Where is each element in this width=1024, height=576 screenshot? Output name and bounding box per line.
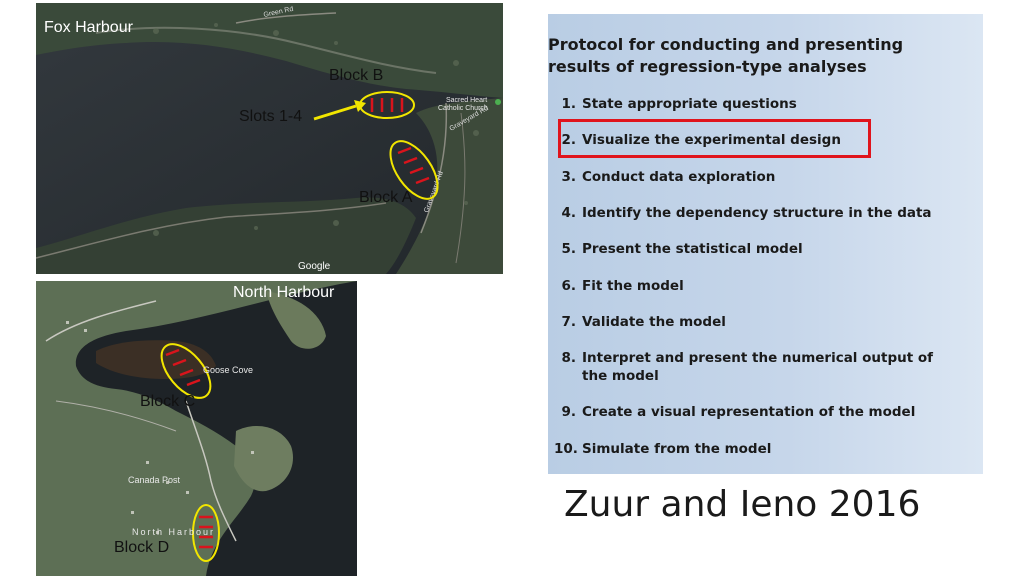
protocol-title-line-1: Protocol for conducting and presenting [548, 35, 904, 54]
step-number: 8. [561, 350, 576, 366]
fox-harbour-title: Fox Harbour [44, 19, 133, 36]
protocol-step-5: 5. Present the statistical model [554, 240, 803, 258]
citation-text: Zuur and Ieno 2016 [564, 484, 921, 525]
protocol-panel: Protocol for conducting and presenting r… [548, 14, 983, 474]
block-d-ellipse [192, 504, 220, 562]
step-number: 6. [561, 278, 576, 294]
slots-arrowhead-icon [354, 100, 366, 112]
step-text: Simulate from the model [582, 441, 772, 457]
slots-arrow [313, 104, 357, 121]
block-a-label: Block A [359, 189, 413, 206]
step-number: 4. [561, 205, 576, 221]
step-text: Present the statistical model [582, 241, 803, 257]
step-number: 1. [561, 96, 576, 112]
protocol-step-4: 4. Identify the dependency structure in t… [554, 204, 932, 222]
protocol-title-line-2: results of regression-type analyses [548, 57, 867, 76]
poi-label-line-2: Catholic Church [438, 105, 488, 112]
step-2-highlight-box [558, 119, 871, 158]
step-number: 2. [561, 132, 576, 148]
step-text: Create a visual representation of the mo… [582, 404, 916, 420]
block-b-slot-marks [370, 98, 404, 112]
north-harbour-title: North Harbour [233, 284, 335, 301]
step-text: Conduct data exploration [582, 169, 776, 185]
step-number: 10. [554, 441, 578, 457]
place-north-harbour: North Harbour [132, 527, 216, 537]
protocol-step-10: 10.Simulate from the model [554, 440, 771, 458]
step-text: Interpret and present the numerical outp… [582, 350, 934, 366]
block-c-label: Block C [140, 393, 196, 410]
protocol-title: Protocol for conducting and presenting r… [548, 34, 968, 78]
block-b-label: Block B [329, 67, 384, 84]
block-d-slot-marks [199, 515, 213, 549]
step-text-continuation: the model [582, 368, 659, 384]
step-text: Identify the dependency structure in the… [582, 205, 932, 221]
protocol-step-3: 3. Conduct data exploration [554, 168, 775, 186]
block-a-ellipse [389, 140, 439, 200]
step-number: 5. [561, 241, 576, 257]
protocol-step-9: 9. Create a visual representation of the … [554, 403, 915, 421]
google-attribution: Google [298, 261, 331, 272]
north-harbour-map: Goose Cove Canada Post North Harbour Nor… [36, 281, 357, 576]
step-number: 3. [561, 169, 576, 185]
poi-marker-icon [495, 99, 501, 105]
poi-label-line-1: Sacred Heart [446, 97, 487, 104]
fox-harbour-map: Green Rd Graveyard Rd Graveyard Rd Sacre… [36, 3, 503, 274]
step-number: 7. [561, 314, 576, 330]
north-harbour-satellite-image [36, 281, 357, 576]
step-text: Visualize the experimental design [582, 132, 841, 148]
protocol-step-6: 6. Fit the model [554, 277, 684, 295]
block-c-ellipse [160, 343, 212, 399]
step-text: Validate the model [582, 314, 726, 330]
protocol-step-7: 7. Validate the model [554, 313, 726, 331]
block-c-slot-marks [165, 348, 201, 387]
step-number: 9. [561, 404, 576, 420]
fox-harbour-satellite-image: Green Rd Graveyard Rd Graveyard Rd Sacre… [36, 3, 503, 274]
block-d-label: Block D [114, 539, 170, 556]
protocol-step-1: 1. State appropriate questions [554, 95, 797, 113]
block-a-slot-marks [397, 146, 430, 185]
protocol-step-8: 8. Interpret and present the numerical ou… [554, 349, 933, 385]
place-goose-cove: Goose Cove [203, 365, 254, 375]
step-text: Fit the model [582, 278, 684, 294]
place-canada-post: Canada Post [128, 475, 181, 485]
slots-label: Slots 1-4 [239, 108, 303, 125]
step-text: State appropriate questions [582, 96, 797, 112]
protocol-step-2: 2. Visualize the experimental design [554, 131, 841, 149]
